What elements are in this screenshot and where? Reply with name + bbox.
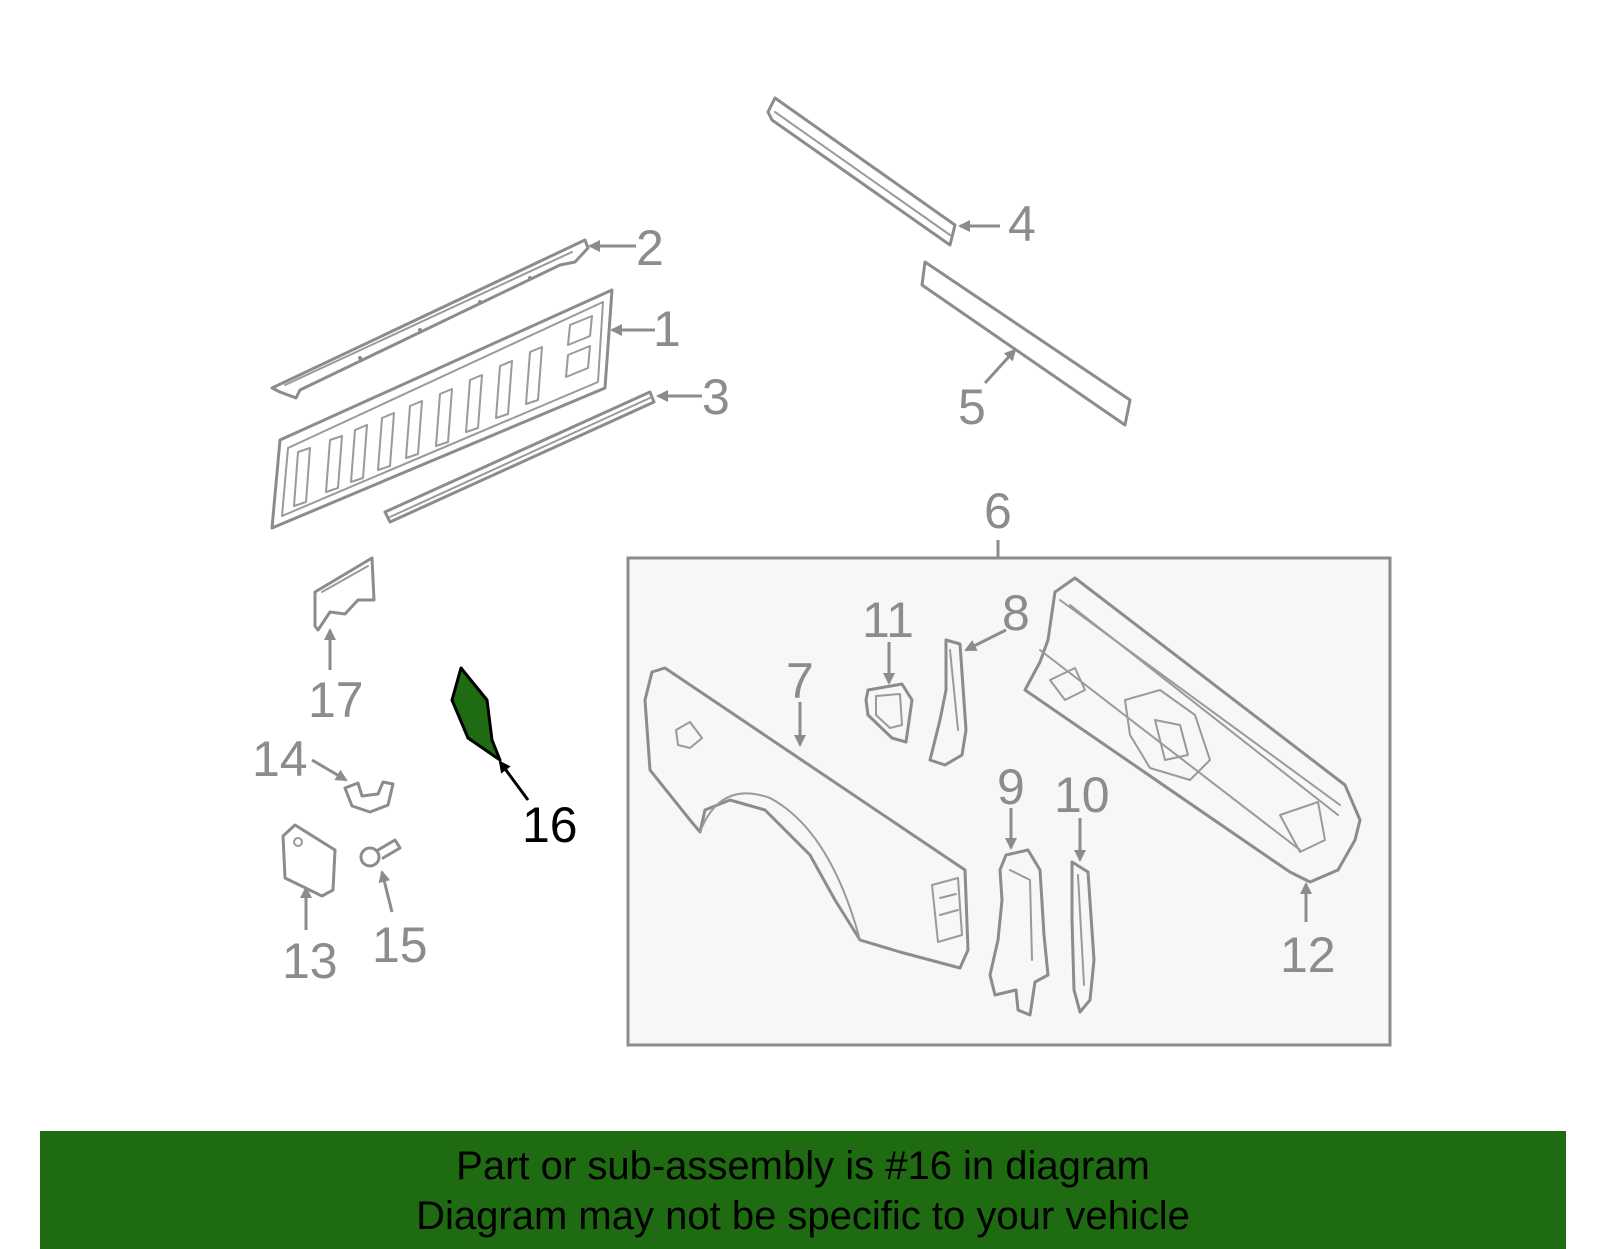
part-13-plate[interactable]	[281, 823, 337, 898]
callout-14: 14	[252, 731, 308, 787]
part-10-strip[interactable]	[1070, 860, 1096, 1014]
part-8-pillar[interactable]	[928, 638, 968, 767]
callout-7: 7	[786, 653, 814, 709]
callout-11: 11	[862, 592, 914, 648]
part-12-bed-floor[interactable]	[1023, 576, 1362, 884]
callout-8: 8	[1002, 585, 1030, 641]
group-6-box	[626, 556, 1392, 1047]
part-9-reinforcement[interactable]	[988, 848, 1050, 1017]
callout-2: 2	[636, 220, 664, 276]
callout-16: 16	[522, 797, 578, 853]
callout-1: 1	[653, 301, 681, 357]
part-17-bracket[interactable]	[313, 556, 376, 632]
callout-10: 10	[1054, 767, 1110, 823]
part-2-rail[interactable]	[270, 238, 590, 400]
part-1-front-panel[interactable]	[270, 288, 614, 530]
callout-15: 15	[372, 917, 428, 973]
part-14-clip[interactable]	[343, 780, 395, 814]
part-5-strip[interactable]	[920, 260, 1132, 427]
callout-6: 6	[984, 483, 1012, 539]
callout-labels: 2 1 3 4 5 6 7 8 11 9 10 12 17 14 13 15 1…	[252, 196, 1336, 989]
part-11-bracket[interactable]	[864, 682, 914, 744]
part-3-strip[interactable]	[383, 390, 656, 524]
callout-5: 5	[958, 379, 986, 435]
part-4-rail[interactable]	[766, 96, 957, 247]
part-15-bolt[interactable]	[359, 838, 402, 868]
callout-9: 9	[997, 759, 1025, 815]
callout-3: 3	[702, 369, 730, 425]
callout-12: 12	[1280, 927, 1336, 983]
callout-4: 4	[1008, 196, 1036, 252]
part-16-highlighted[interactable]	[450, 666, 502, 762]
part-7-quarter-panel[interactable]	[643, 666, 970, 970]
info-banner: Part or sub-assembly is #16 in diagram D…	[40, 1131, 1566, 1249]
banner-line-part: Part or sub-assembly is #16 in diagram	[456, 1144, 1150, 1188]
callout-17: 17	[308, 672, 364, 728]
leader-lines	[300, 220, 1312, 930]
banner-line-disclaimer: Diagram may not be specific to your vehi…	[416, 1194, 1190, 1238]
callout-13: 13	[282, 933, 338, 989]
